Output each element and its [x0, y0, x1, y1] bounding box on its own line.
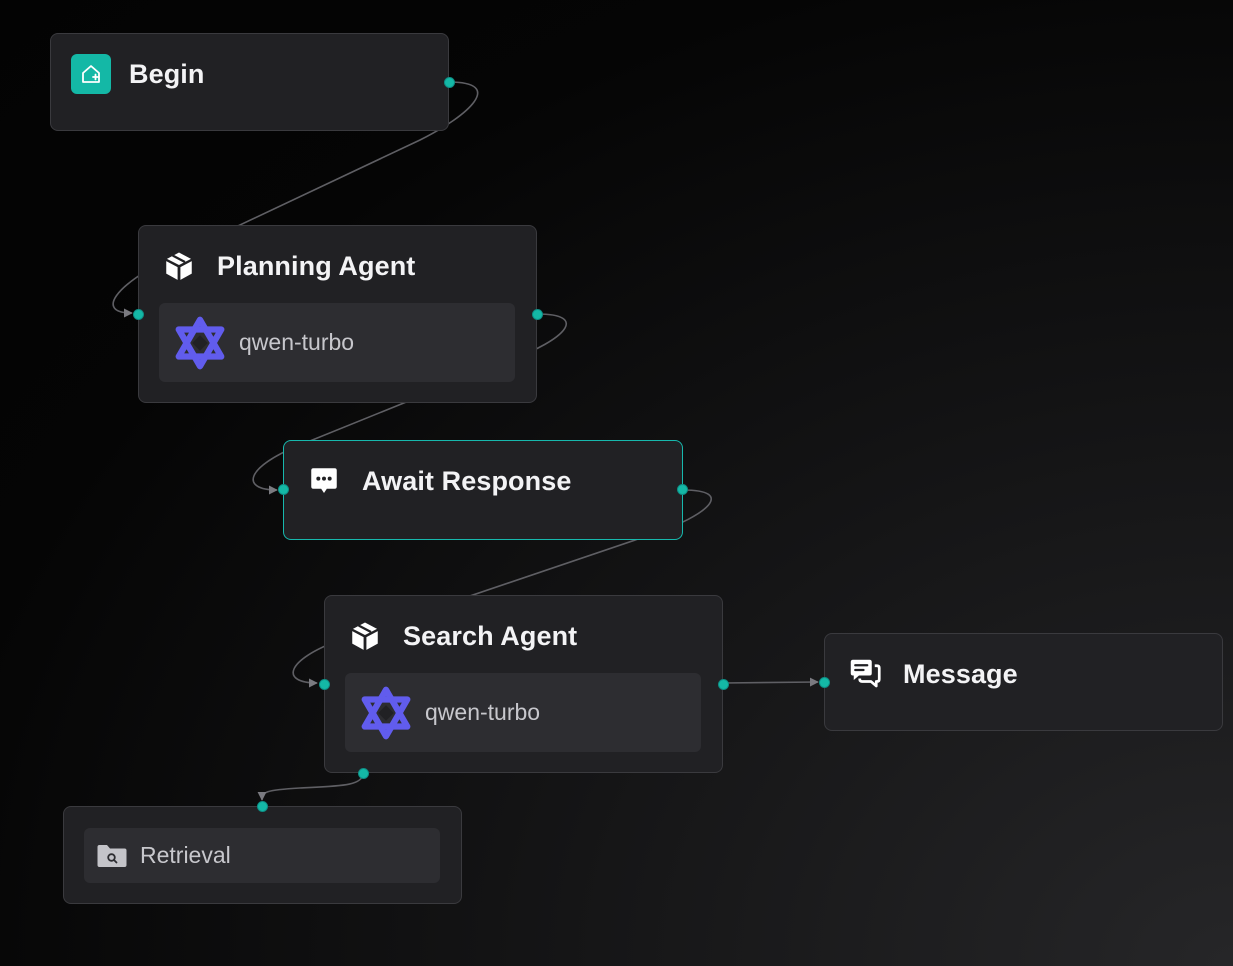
node-begin-output-handle[interactable] — [444, 77, 455, 88]
model-name: qwen-turbo — [425, 699, 541, 725]
node-search-agent[interactable]: Search Agent qwen-turbo — [319, 595, 729, 779]
node-message-header: Message — [845, 654, 1018, 694]
node-planning-agent-output-handle[interactable] — [532, 309, 543, 320]
node-retrieval[interactable]: Retrieval — [63, 801, 462, 904]
node-message-title: Message — [903, 658, 1018, 689]
node-search-agent-header: Search Agent — [345, 616, 577, 656]
node-search-agent-title: Search Agent — [403, 620, 578, 651]
node-message-input-handle[interactable] — [819, 677, 830, 688]
home-plus-icon — [71, 54, 111, 94]
node-planning-agent-model[interactable]: qwen-turbo — [159, 303, 515, 382]
node-retrieval-title: Retrieval — [140, 842, 231, 868]
cube-icon — [159, 246, 199, 286]
edge-search-to-message[interactable] — [722, 677, 819, 687]
node-planning-agent-title: Planning Agent — [217, 250, 416, 281]
node-await-response[interactable]: Await Response — [278, 440, 688, 540]
node-retrieval-input-handle[interactable] — [257, 801, 268, 812]
edge-search-to-retrieval[interactable] — [257, 772, 364, 801]
node-planning-agent[interactable]: Planning Agent qwen-turbo — [133, 225, 543, 403]
node-await-response-output-handle[interactable] — [677, 484, 688, 495]
node-await-response-header: Await Response — [304, 461, 571, 501]
chat-dots-icon — [304, 461, 344, 501]
node-search-agent-output-handle[interactable] — [718, 679, 729, 690]
model-name: qwen-turbo — [239, 329, 355, 355]
node-retrieval-tool[interactable]: Retrieval — [84, 828, 440, 883]
node-search-agent-input-handle[interactable] — [319, 679, 330, 690]
node-begin-title: Begin — [129, 58, 205, 89]
node-begin-header: Begin — [71, 54, 205, 94]
node-search-agent-bottom-handle[interactable] — [358, 768, 369, 779]
qwen-logo-icon — [357, 684, 415, 742]
node-await-response-input-handle[interactable] — [278, 484, 289, 495]
node-planning-agent-input-handle[interactable] — [133, 309, 144, 320]
node-planning-agent-header: Planning Agent — [159, 246, 415, 286]
node-message[interactable]: Message — [819, 633, 1223, 731]
node-search-agent-model[interactable]: qwen-turbo — [345, 673, 701, 752]
folder-search-icon — [96, 842, 128, 870]
message-bubbles-icon — [845, 654, 885, 694]
qwen-logo-icon — [171, 314, 229, 372]
node-begin[interactable]: Begin — [50, 33, 455, 131]
cube-icon — [345, 616, 385, 656]
node-await-response-title: Await Response — [362, 465, 572, 496]
